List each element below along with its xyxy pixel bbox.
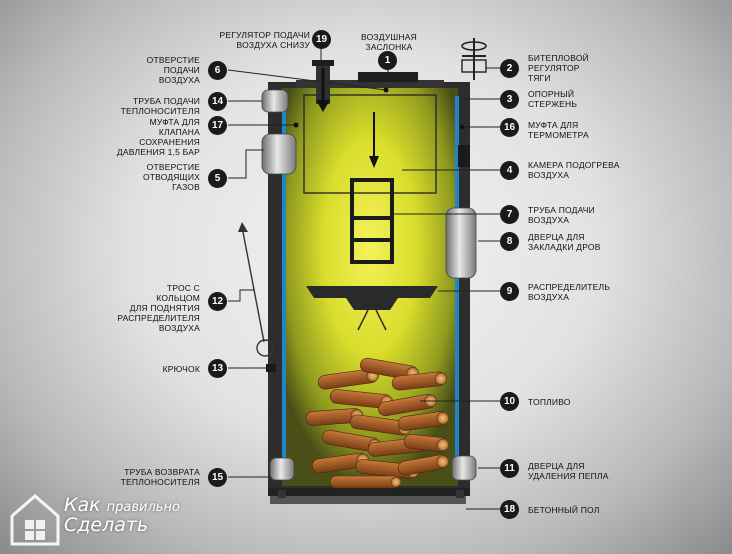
house-logo-icon	[10, 494, 60, 546]
brand-line-1: Как правильно	[64, 494, 180, 516]
firewood	[305, 357, 450, 489]
air-flow-arrows	[316, 68, 379, 168]
callout-badge-1: 1	[378, 51, 397, 70]
concrete-floor	[270, 490, 466, 504]
callout-badge-8: 8	[500, 232, 519, 251]
label-fuel: ТОПЛИВО	[528, 397, 571, 407]
callout-badge-14: 14	[208, 92, 227, 111]
label-air-damper: ВОЗДУШНАЯ ЗАСЛОНКА	[361, 32, 417, 52]
label-bottom-air-regulator: РЕГУЛЯТОР ПОДАЧИ ВОЗДУХА СНИЗУ	[219, 30, 310, 50]
log-14	[397, 454, 449, 476]
water-jacket-pipes	[282, 96, 459, 474]
label-flue-outlet: ОТВЕРСТИЕ ОТВОДЯЩИХ ГАЗОВ	[142, 162, 200, 192]
leader-lines	[227, 48, 500, 510]
air-distributor	[306, 286, 438, 331]
lift-cable	[238, 222, 276, 372]
log-11	[403, 434, 450, 452]
label-thermometer-socket: МУФТА ДЛЯ ТЕРМОМЕТРА	[528, 120, 589, 140]
callout-badge-4: 4	[500, 161, 519, 180]
label-air-inlet: ОТВЕРСТИЕ ПОДАЧИ ВОЗДУХА	[146, 55, 200, 85]
log-15	[329, 475, 402, 489]
log-3	[391, 371, 448, 391]
callout-badge-3: 3	[500, 90, 519, 109]
callout-badge-6: 6	[208, 61, 227, 80]
label-ash-door: ДВЕРЦА ДЛЯ УДАЛЕНИЯ ПЕПЛА	[528, 461, 609, 481]
brand-line-2: Сделать	[64, 514, 149, 536]
brand-watermark: Как правильно Сделать	[8, 490, 228, 550]
callout-badge-10: 10	[500, 392, 519, 411]
label-concrete-floor: БЕТОННЫЙ ПОЛ	[528, 505, 600, 515]
label-air-distributor: РАСПРЕДЕЛИТЕЛЬ ВОЗДУХА	[528, 282, 611, 302]
label-supply-pipe: ТРУБА ПОДАЧИ ТЕПЛОНОСИТЕЛЯ	[120, 96, 200, 116]
label-lift-cable: ТРОС С КОЛЬЦОМ ДЛЯ ПОДНЯТИЯ РАСПРЕДЕЛИТЕ…	[117, 283, 200, 333]
callout-badge-13: 13	[208, 359, 227, 378]
callout-badge-11: 11	[500, 459, 519, 478]
air-supply-tube	[350, 178, 394, 264]
draft-regulator	[461, 38, 487, 80]
callout-badge-16: 16	[500, 118, 519, 137]
label-valve-socket: МУФТА ДЛЯ КЛАПАНА СОХРАНЕНИЯ ДАВЛЕНИЯ 1,…	[116, 117, 200, 157]
label-hook: КРЮЧОК	[162, 364, 200, 374]
log-8	[397, 411, 450, 431]
hook	[266, 364, 276, 372]
callout-badge-18: 18	[500, 500, 519, 519]
label-return-pipe: ТРУБА ВОЗВРАТА ТЕПЛОНОСИТЕЛЯ	[120, 467, 200, 487]
callout-badge-17: 17	[208, 116, 227, 135]
label-heating-chamber: КАМЕРА ПОДОГРЕВА ВОЗДУХА	[528, 160, 620, 180]
callout-badge-2: 2	[500, 59, 519, 78]
label-wood-door: ДВЕРЦА ДЛЯ ЗАКЛАДКИ ДРОВ	[528, 232, 601, 252]
callout-badge-15: 15	[208, 468, 227, 487]
callout-badge-9: 9	[500, 282, 519, 301]
label-air-tube: ТРУБА ПОДАЧИ ВОЗДУХА	[528, 205, 595, 225]
callout-badge-5: 5	[208, 169, 227, 188]
callout-badge-7: 7	[500, 205, 519, 224]
callout-badge-19: 19	[312, 30, 331, 49]
label-draft-regulator: БИТЕПЛОВОЙ РЕГУЛЯТОР ТЯГИ	[528, 53, 589, 83]
label-support-rod: ОПОРНЫЙ СТЕРЖЕНЬ	[528, 89, 578, 109]
callout-badge-12: 12	[208, 292, 227, 311]
pipe-fittings	[261, 89, 477, 481]
heating-chamber	[303, 94, 437, 194]
